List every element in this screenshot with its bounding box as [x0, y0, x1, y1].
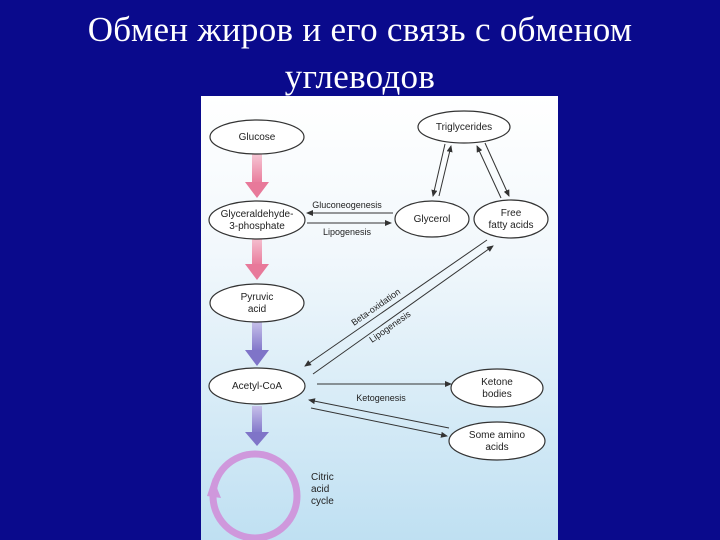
g3p-node: Glyceraldehyde- 3-phosphate [208, 200, 306, 240]
ketogenesis-label: Ketogenesis [356, 393, 406, 403]
slide-title-line-2: углеводов [284, 57, 436, 96]
pyruvic-label-line-1: Pyruvic [241, 292, 274, 303]
pyruvic-acid-node: Pyruvic acid [209, 283, 305, 323]
g3p-label-line-2: 3-phosphate [229, 221, 285, 232]
g3p-to-pyruvate-arrow [245, 236, 269, 280]
glycerol-label: Glycerol [414, 214, 451, 225]
amino-acids-node: Some amino acids [448, 421, 546, 461]
pyruvate-to-acetyl-arrow [245, 322, 269, 366]
free-fatty-acids-node: Free fatty acids [473, 199, 549, 239]
lipogenesis-top-label: Lipogenesis [323, 227, 372, 237]
citric-label-line-1: Citric [311, 472, 334, 483]
triglycerides-label: Triglycerides [436, 122, 492, 133]
glycerol-node: Glycerol [394, 200, 470, 238]
ffa-label-line-2: fatty acids [488, 220, 533, 231]
metabolism-diagram: Glucose Glyceraldehyde- 3-phosphate Pyru… [201, 96, 558, 540]
acetyl-coa-node: Acetyl-CoA [208, 367, 306, 405]
gluconeogenesis-label: Gluconeogenesis [312, 200, 382, 210]
amino-acids-to-acetyl-arrow [308, 398, 450, 429]
glucose-label: Glucose [239, 132, 276, 143]
triglycerides-to-ffa-arrow [484, 142, 510, 197]
amino-label-line-1: Some amino [469, 430, 526, 441]
slide-title: Обмен жиров и его связь с обменом углево… [0, 6, 720, 100]
citric-acid-cycle-ring [207, 450, 301, 540]
citric-label-line-2: acid [311, 484, 329, 495]
acetyl-coa-label: Acetyl-CoA [232, 381, 282, 392]
triglycerides-node: Triglycerides [417, 110, 511, 144]
ffa-to-acetyl-arrow [304, 239, 488, 367]
acetyl-to-ffa-arrow [312, 245, 494, 375]
slide-title-line-1: Обмен жиров и его связь с обменом [87, 10, 633, 49]
acetyl-to-cycle-arrow [245, 406, 269, 446]
glucose-to-g3p-arrow [245, 154, 269, 198]
glycerol-to-triglycerides-arrow [438, 145, 453, 197]
glucose-node: Glucose [209, 119, 305, 155]
ffa-to-triglycerides-arrow [476, 145, 502, 199]
pyruvic-label-line-2: acid [248, 304, 266, 315]
triglycerides-to-glycerol-arrow [431, 143, 446, 197]
acetyl-to-amino-acids-arrow [310, 407, 448, 438]
citric-label-line-3: cycle [311, 496, 334, 507]
g3p-label-line-1: Glyceraldehyde- [221, 209, 294, 220]
ketone-label-line-2: bodies [482, 389, 511, 400]
ketone-bodies-node: Ketone bodies [450, 368, 544, 408]
ffa-label-line-1: Free [501, 208, 522, 219]
ketone-label-line-1: Ketone [481, 377, 513, 388]
amino-label-line-2: acids [485, 442, 508, 453]
